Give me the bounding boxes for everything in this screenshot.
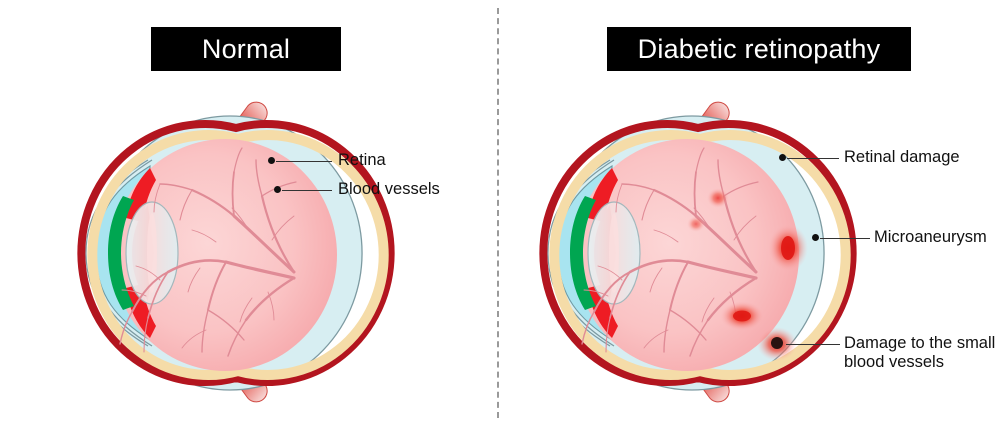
blood-vessels-marker-dot-left bbox=[274, 186, 281, 193]
label-microaneurysm: Microaneurysm bbox=[874, 228, 987, 246]
panel-title-normal-text: Normal bbox=[201, 33, 291, 64]
retinal-vessels-left bbox=[119, 147, 297, 357]
hemorrhage-markers bbox=[687, 188, 808, 361]
panel-divider bbox=[497, 8, 499, 418]
vessel-damage-leader bbox=[786, 344, 840, 345]
blood-vessels-leader-left bbox=[282, 190, 332, 191]
label-blood-vessels: Blood vessels bbox=[338, 180, 440, 198]
label-vessel-damage: Damage to the small blood vessels bbox=[844, 334, 1000, 372]
retinal-damage-marker-dot bbox=[779, 154, 786, 161]
lens-left bbox=[125, 201, 179, 305]
label-vessel-damage-line2: blood vessels bbox=[844, 353, 944, 371]
retina-layer-right bbox=[549, 130, 851, 380]
microaneurysm-marker-dot bbox=[812, 234, 819, 241]
vitreous-left bbox=[113, 139, 337, 371]
retina-layer-left bbox=[87, 130, 389, 380]
lens-right bbox=[587, 201, 641, 305]
retina-marker-dot-left bbox=[268, 157, 275, 164]
panel-title-diabetic-text: Diabetic retinopathy bbox=[637, 33, 881, 64]
choroid-right bbox=[539, 120, 857, 386]
choroid-left bbox=[77, 120, 395, 386]
retinal-damage-leader bbox=[787, 158, 839, 159]
label-vessel-damage-line1: Damage to the small bbox=[844, 334, 996, 352]
label-retinal-damage: Retinal damage bbox=[844, 148, 960, 166]
retina-leader-left bbox=[276, 161, 332, 162]
panel-title-diabetic: Diabetic retinopathy bbox=[607, 27, 911, 71]
panel-title-normal: Normal bbox=[151, 27, 341, 71]
microaneurysm-leader bbox=[820, 238, 870, 239]
label-retina: Retina bbox=[338, 151, 386, 169]
